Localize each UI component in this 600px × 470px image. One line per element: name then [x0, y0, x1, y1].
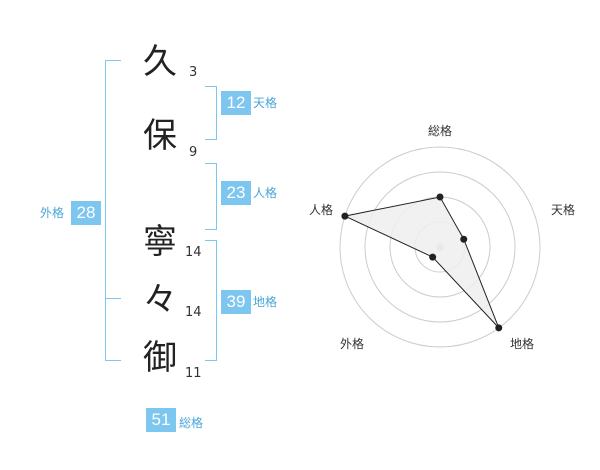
radar-label-jinkaku: 人格 — [309, 203, 334, 217]
soukaku-label: 総格 — [179, 416, 204, 430]
radar-ring — [364, 171, 516, 323]
radar-point-1 — [436, 193, 444, 201]
tenkaku-label: 天格 — [253, 96, 278, 110]
jinkaku-bracket — [205, 163, 217, 230]
radar-label-chikaku: 地格 — [510, 337, 535, 351]
tenkaku-value: 12 — [221, 91, 251, 115]
radar-point-4 — [429, 253, 437, 261]
gaikaku-bracket — [105, 60, 121, 361]
chikaku-value: 39 — [221, 290, 251, 314]
radar-label-soukaku: 総格 — [428, 124, 453, 138]
stroke-count-2: 9 — [189, 145, 198, 160]
gaikaku-value: 28 — [71, 201, 101, 225]
radar-point-5 — [341, 212, 349, 220]
name-char-5: 御 — [143, 338, 177, 378]
gaikaku-bracket-mid-tick — [105, 298, 121, 299]
name-char-3: 寧 — [143, 222, 177, 262]
stroke-count-3: 14 — [185, 245, 202, 260]
stroke-count-1: 3 — [189, 65, 198, 80]
name-char-2: 保 — [143, 116, 177, 156]
radar-point-3 — [495, 324, 503, 332]
radar-label-gaikaku: 外格 — [340, 337, 365, 351]
chikaku-bracket — [205, 240, 217, 361]
radar-point-2 — [460, 235, 468, 243]
gaikaku-label: 外格 — [40, 206, 65, 220]
name-char-4: 々 — [143, 280, 177, 320]
radar-label-tenkaku: 天格 — [551, 203, 576, 217]
jinkaku-label: 人格 — [253, 186, 278, 200]
radar-polygon — [343, 196, 500, 329]
radar-ring — [339, 146, 541, 348]
name-char-1: 久 — [143, 42, 177, 82]
jinkaku-value: 23 — [221, 181, 251, 205]
stroke-count-5: 11 — [185, 366, 202, 381]
soukaku-value: 51 — [146, 408, 176, 432]
tenkaku-bracket — [205, 86, 217, 140]
stroke-count-4: 14 — [185, 305, 202, 320]
chikaku-label: 地格 — [253, 295, 278, 309]
